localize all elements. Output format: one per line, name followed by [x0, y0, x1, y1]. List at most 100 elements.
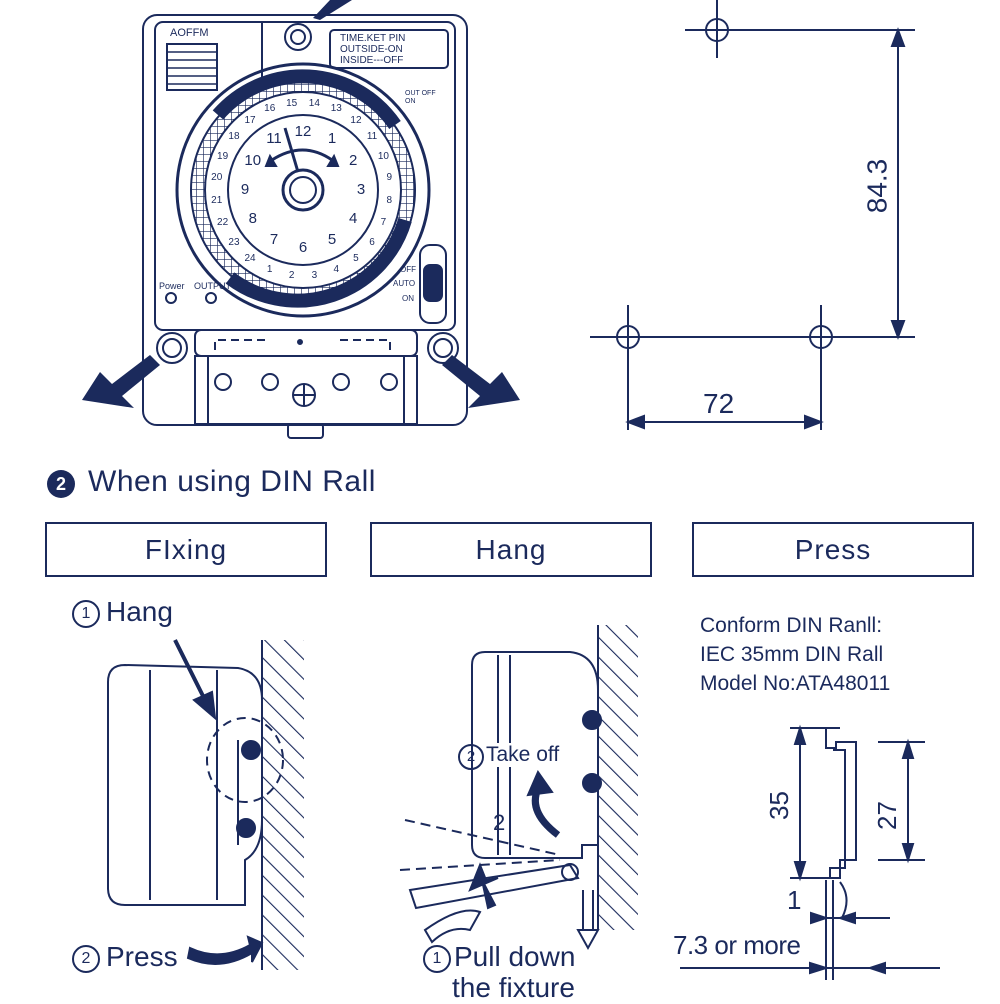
dial-outer-number: 11: [366, 130, 378, 142]
dial-hour-number: 4: [349, 209, 358, 227]
tab-fixing: FIxing: [45, 522, 327, 577]
dial-outer-number: 10: [377, 150, 389, 162]
timer-side-profile: [471, 651, 599, 859]
rail-cross-section: [825, 728, 857, 879]
rail-dim-35-label: 35: [763, 791, 794, 820]
rail-dim-27-label: 27: [871, 801, 902, 830]
pin-info-line-1: TIME.KET PIN: [340, 33, 406, 44]
dial-outer-number: 23: [228, 236, 240, 248]
dimension-drawing: [590, 0, 915, 430]
height-dimension-label: 84.3: [861, 158, 893, 214]
dial-hour-number: 1: [327, 130, 337, 148]
arrow-icon: [82, 355, 160, 408]
left-mount-hole: [156, 332, 188, 364]
dial-outer-number: 15: [286, 97, 298, 109]
press-info-line-1: Conform DIN Ranll:: [700, 614, 883, 637]
dial-outer-number: 8: [386, 195, 393, 207]
dial-outer-number: 22: [217, 217, 229, 229]
rail-dim-1-label: 1: [787, 885, 802, 915]
dial-hour-number: 2: [349, 151, 358, 169]
hang-step2-number: 2: [458, 744, 484, 770]
on-mark-label: ON: [405, 98, 416, 105]
power-led-label: Power: [159, 281, 185, 291]
dial-outer-number: 1: [266, 264, 273, 276]
dial-hour-number: 11: [266, 130, 282, 148]
dial-hour-number: 12: [294, 122, 312, 140]
press-info-line-3: Model No:ATA48011: [700, 672, 891, 695]
out-off-label: OUT OFF: [405, 90, 436, 97]
output-led-label: OUTPUT: [194, 281, 231, 291]
dial-hour-number: 5: [327, 230, 337, 248]
dial-outer-number: 24: [244, 252, 256, 264]
pin-info-box: [329, 29, 449, 69]
brand-label: AOFFM: [170, 27, 209, 39]
timer-side-profile: [107, 663, 263, 906]
dial-hour-number: 10: [244, 151, 262, 169]
dial-outer-number: 14: [308, 97, 320, 109]
dial-hour-number: 8: [248, 209, 257, 227]
dial-outer-number: 4: [333, 264, 340, 276]
tab-hang: Hang: [370, 522, 652, 577]
power-led: [165, 292, 177, 304]
dial-outer-number: 17: [244, 114, 256, 126]
din-rail-profile: [680, 724, 940, 980]
fixing-drawing: [107, 639, 304, 970]
hang-step1-line1: Pull down: [454, 941, 576, 972]
tab-press: Press: [692, 522, 974, 577]
dial-hour-number: 7: [269, 230, 279, 248]
dial-outer-number: 3: [311, 270, 318, 282]
switch-off-label: OFF: [400, 265, 416, 274]
pin-info-line-2: OUTSIDE-ON: [340, 44, 403, 55]
dial-outer-number: 5: [353, 252, 359, 264]
terminal-cover: [194, 329, 418, 357]
hang-step1-number: 1: [423, 945, 451, 973]
timer-dial: [175, 62, 431, 318]
dial-hour-number: 3: [356, 180, 366, 198]
terminal-block: [194, 355, 418, 425]
switch-auto-label: AUTO: [393, 279, 416, 288]
section-title: When using DIN Rall: [88, 465, 376, 498]
rail-dim-73-label: 7.3 or more: [673, 930, 801, 960]
dial-outer-number: 16: [264, 103, 276, 115]
arrow-icon: [313, 0, 352, 20]
timer-device: [142, 14, 468, 439]
fixing-step1-label: Hang: [106, 596, 173, 627]
fixing-step1-number: 1: [72, 600, 100, 628]
dial-outer-number: 18: [228, 130, 240, 142]
hang-detail-circle: [206, 717, 284, 803]
switch-on-label: ON: [402, 294, 414, 303]
arrow-icon: [192, 690, 217, 721]
wall-hatch: [262, 640, 304, 970]
hang-step1-line2: the fixture: [452, 972, 575, 1003]
dial-outer-number: 6: [369, 236, 375, 248]
hang-step2-label: Take off: [486, 743, 560, 767]
hang-mark-label: 2: [493, 810, 506, 835]
arrow-icon: [468, 862, 499, 910]
press-info-line-2: IEC 35mm DIN Rall: [700, 643, 884, 666]
dial-hour-number: 9: [240, 180, 250, 198]
dial-outer-number: 12: [350, 114, 362, 126]
curved-arrow-icon: [186, 935, 264, 965]
dial-outer-number: 7: [380, 217, 387, 229]
din-clip: [287, 423, 324, 439]
dial-outer-number: 20: [211, 172, 223, 184]
dial-outer-number: 13: [330, 103, 342, 115]
dial-outer-number: 21: [211, 195, 223, 207]
terminal-screws: [214, 373, 398, 407]
section-number-badge: 2: [47, 470, 75, 498]
width-dimension-label: 72: [703, 388, 735, 419]
brand-grille: [166, 43, 218, 91]
dial-outer-number: 2: [288, 270, 295, 282]
top-screw-hole: [284, 23, 312, 51]
right-mount-hole: [427, 332, 459, 364]
screwdriver-tip: [561, 863, 579, 881]
arrow-icon: [442, 355, 520, 408]
output-led: [205, 292, 217, 304]
mode-switch[interactable]: [419, 244, 447, 324]
fixing-step2-label: Press: [106, 941, 178, 972]
dial-outer-number: 9: [386, 172, 393, 184]
hang-drawing: [399, 625, 638, 951]
fixing-step2-number: 2: [72, 945, 100, 973]
dial-hour-number: 6: [298, 238, 308, 256]
